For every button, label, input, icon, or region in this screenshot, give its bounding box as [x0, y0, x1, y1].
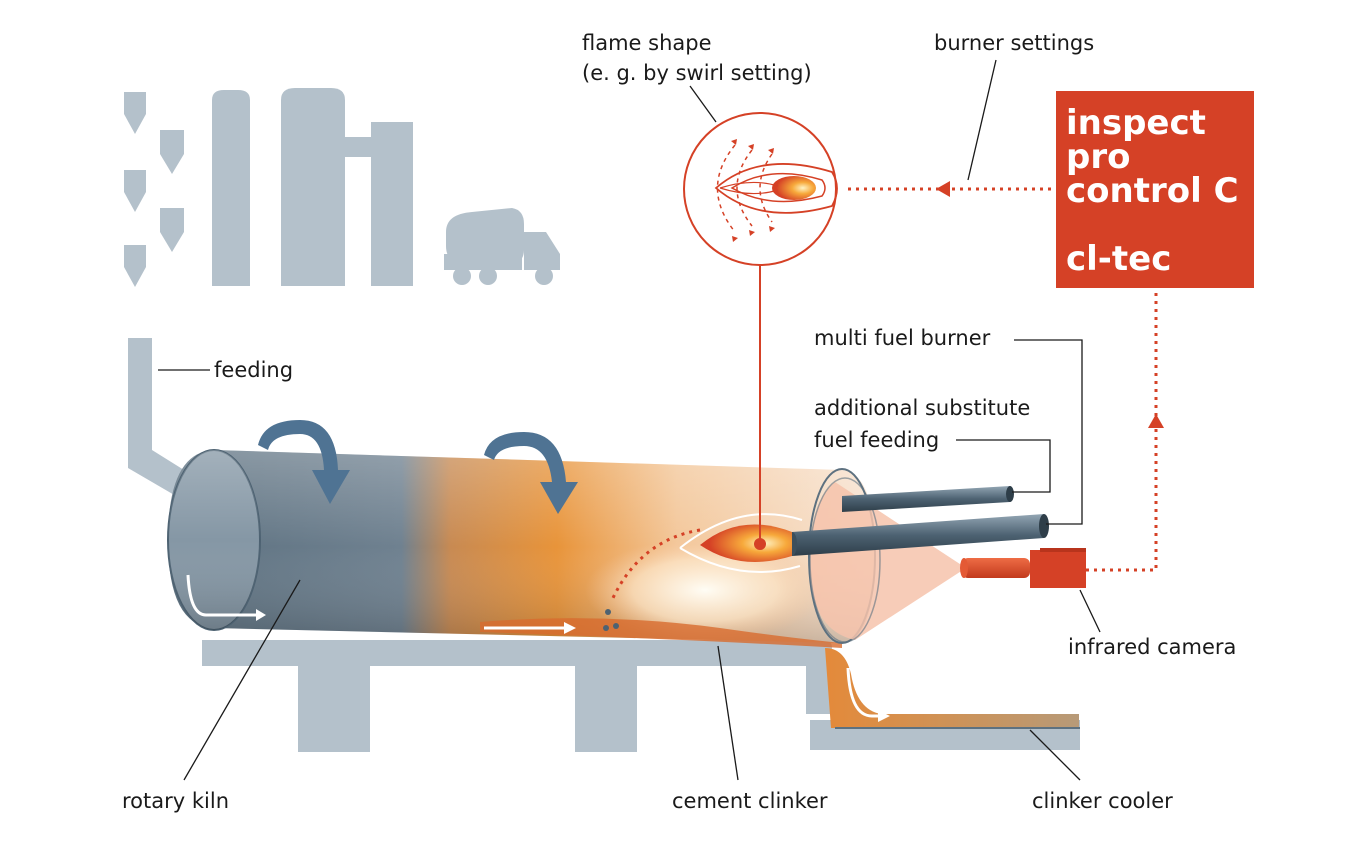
plant-silhouettes: [124, 88, 560, 287]
brand-line-2: pro: [1066, 137, 1130, 177]
control-connections: [848, 181, 1164, 572]
flame-shape-inset: [683, 112, 838, 544]
camera-view-cone: [810, 482, 966, 640]
label-flame-shape: flame shape: [582, 31, 712, 55]
label-feeding: feeding: [214, 358, 293, 382]
inspect-pro-control-box: inspect pro control C cl-tec: [1056, 91, 1254, 288]
silo-icon: [212, 88, 413, 286]
hopper-icons: [124, 92, 184, 287]
brand-line-3: control C: [1066, 171, 1239, 211]
rotary-kiln: [167, 449, 890, 722]
brand-company: cl-tec: [1066, 239, 1171, 279]
brand-line-1: inspect: [1066, 103, 1206, 143]
rotation-arrow-icon: [258, 420, 578, 514]
label-fuel-feeding: fuel feeding: [814, 428, 939, 452]
mixer-truck-icon: [444, 208, 560, 285]
labels: flame shape (e. g. by swirl setting) bur…: [122, 31, 1236, 813]
leader-lines: [158, 59, 1101, 781]
label-burner-settings: burner settings: [934, 31, 1094, 55]
feeding-chute: [128, 338, 200, 510]
flame-icon: [714, 139, 838, 242]
burner-pipes: [787, 486, 1049, 556]
label-infrared-camera: infrared camera: [1068, 635, 1236, 659]
label-flame-shape-detail: (e. g. by swirl setting): [582, 61, 812, 85]
kiln-glow: [585, 538, 825, 642]
label-multi-fuel-burner: multi fuel burner: [814, 326, 991, 350]
label-additional-substitute: additional substitute: [814, 396, 1030, 420]
kiln-flame-icon: [679, 513, 803, 573]
label-clinker-cooler: clinker cooler: [1032, 789, 1173, 813]
infrared-camera-icon: [960, 548, 1086, 588]
kiln-support: [202, 640, 1080, 752]
label-cement-clinker: cement clinker: [672, 789, 828, 813]
clinker-cooler: [825, 648, 1079, 728]
label-rotary-kiln: rotary kiln: [122, 789, 229, 813]
